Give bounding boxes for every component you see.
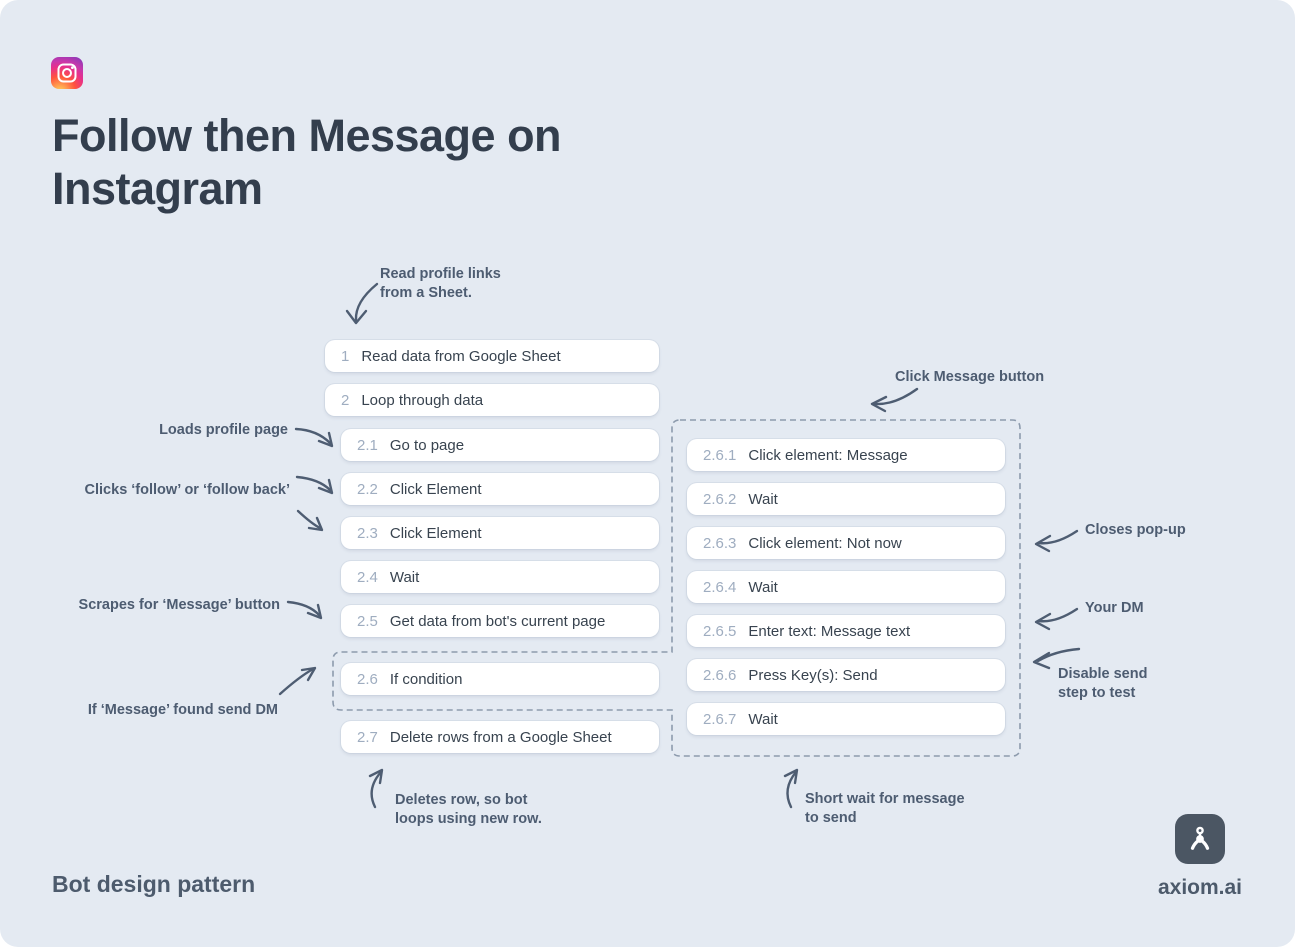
step-label: Delete rows from a Google Sheet (389, 728, 612, 746)
step-number: 2.2 (357, 480, 378, 498)
step-2-6-4: 2.6.4 Wait (687, 571, 1005, 603)
step-number: 2.5 (357, 612, 378, 630)
step-number: 2.6.1 (703, 446, 737, 464)
note-scrapes: Scrapes for ‘Message’ button (78, 597, 280, 613)
note-if-found: If ‘Message’ found send DM (87, 702, 278, 718)
step-label: Press Key(s): Send (748, 666, 878, 684)
footer-caption: Bot design pattern (52, 871, 256, 897)
step-label: Wait (748, 578, 778, 596)
step-label: Go to page (389, 436, 465, 454)
note-closes-popup: Closes pop-up (1085, 522, 1186, 538)
arrow-loads-profile (294, 427, 334, 448)
step-2-3: 2.3 Click Element (341, 517, 659, 549)
step-label: Read data from Google Sheet (361, 347, 561, 365)
brand-block: axiom.ai (1152, 814, 1248, 900)
step-2-1: 2.1 Go to page (341, 429, 659, 461)
note-loads-profile: Loads profile page (159, 422, 288, 438)
step-2-6-1: 2.6.1 Click element: Message (687, 439, 1005, 471)
note-clicks-follow: Clicks ‘follow’ or ‘follow back’ (84, 482, 290, 498)
step-2-2: 2.2 Click Element (341, 473, 659, 505)
step-2-6-7: 2.6.7 Wait (687, 703, 1005, 735)
arrow-scrapes (286, 600, 323, 620)
step-label: Enter text: Message text (748, 622, 911, 640)
step-2-6-5: 2.6.5 Enter text: Message text (687, 615, 1005, 647)
step-2-6-3: 2.6.3 Click element: Not now (687, 527, 1005, 559)
arrow-follow-lower (296, 509, 324, 532)
step-label: Loop through data (361, 391, 484, 409)
step-2-6: 2.6 If condition (341, 663, 659, 695)
note-disable-send: Disable send step to test (1058, 666, 1148, 702)
step-2-4: 2.4 Wait (341, 561, 659, 593)
step-2: 2 Loop through data (325, 384, 659, 416)
step-number: 2.1 (357, 436, 378, 454)
arrow-click-message (870, 387, 919, 413)
arrow-disable-send (1032, 647, 1081, 670)
step-label: Click element: Not now (748, 534, 902, 552)
brand-name: axiom.ai (1157, 876, 1243, 899)
step-number: 2.6.4 (703, 578, 737, 596)
step-label: Wait (748, 710, 778, 728)
step-number: 2.6.2 (703, 490, 737, 508)
step-2-5: 2.5 Get data from bot's current page (341, 605, 659, 637)
step-number: 2.6.3 (703, 534, 737, 552)
step-number: 2.6.7 (703, 710, 737, 728)
note-click-message: Click Message button (895, 369, 1045, 385)
arrow-your-dm (1034, 607, 1079, 631)
axiom-logo-icon (1175, 814, 1225, 864)
step-2-6-6: 2.6.6 Press Key(s): Send (687, 659, 1005, 691)
dashed-group-outline (332, 419, 1021, 757)
step-number: 2.4 (357, 568, 378, 586)
arrow-short-wait (783, 768, 799, 809)
step-number: 2.6 (357, 670, 378, 688)
step-label: Wait (389, 568, 420, 586)
step-label: If condition (389, 670, 463, 688)
step-1: 1 Read data from Google Sheet (325, 340, 659, 372)
step-label: Wait (748, 490, 778, 508)
step-number: 2 (341, 391, 350, 409)
arrow-if-found (278, 666, 317, 696)
step-number: 2.7 (357, 728, 378, 746)
arrow-deletes-row (368, 768, 384, 809)
arrow-read-sheet (345, 282, 379, 325)
arrow-follow-upper (295, 475, 334, 495)
step-label: Click Element (389, 480, 482, 498)
instagram-icon (51, 57, 83, 89)
note-read-sheet: Read profile links from a Sheet. (380, 266, 501, 302)
page-title: Follow then Message on Instagram (52, 110, 562, 214)
step-2-6-2: 2.6.2 Wait (687, 483, 1005, 515)
note-short-wait: Short wait for message to send (805, 791, 965, 827)
step-label: Click element: Message (748, 446, 908, 464)
step-number: 2.3 (357, 524, 378, 542)
step-label: Click Element (389, 524, 482, 542)
step-number: 2.6.6 (703, 666, 737, 684)
step-2-7: 2.7 Delete rows from a Google Sheet (341, 721, 659, 753)
note-deletes-row: Deletes row, so bot loops using new row. (395, 792, 542, 828)
arrow-closes-popup (1034, 529, 1079, 553)
step-number: 2.6.5 (703, 622, 737, 640)
step-number: 1 (341, 347, 350, 365)
note-your-dm: Your DM (1085, 600, 1144, 616)
step-label: Get data from bot's current page (389, 612, 606, 630)
